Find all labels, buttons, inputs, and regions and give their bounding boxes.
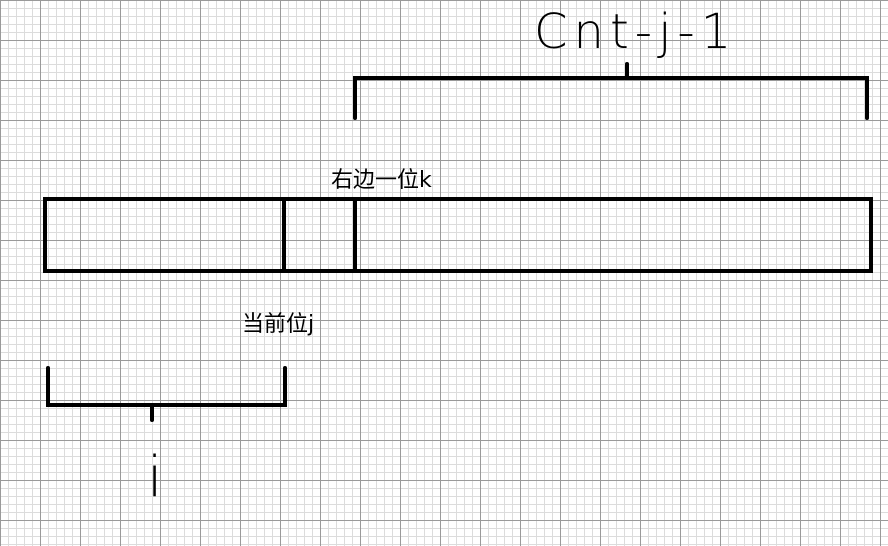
current-digit-label: 当前位j bbox=[242, 312, 315, 337]
top-brace bbox=[353, 62, 869, 120]
digit-bar bbox=[43, 197, 873, 273]
top-label: Cnt-j-1 bbox=[534, 4, 738, 60]
bottom-brace bbox=[46, 366, 287, 422]
right-digit-label: 右边一位k bbox=[331, 168, 432, 193]
bottom-label: i bbox=[147, 445, 163, 510]
digit-bar-outline bbox=[43, 197, 873, 273]
